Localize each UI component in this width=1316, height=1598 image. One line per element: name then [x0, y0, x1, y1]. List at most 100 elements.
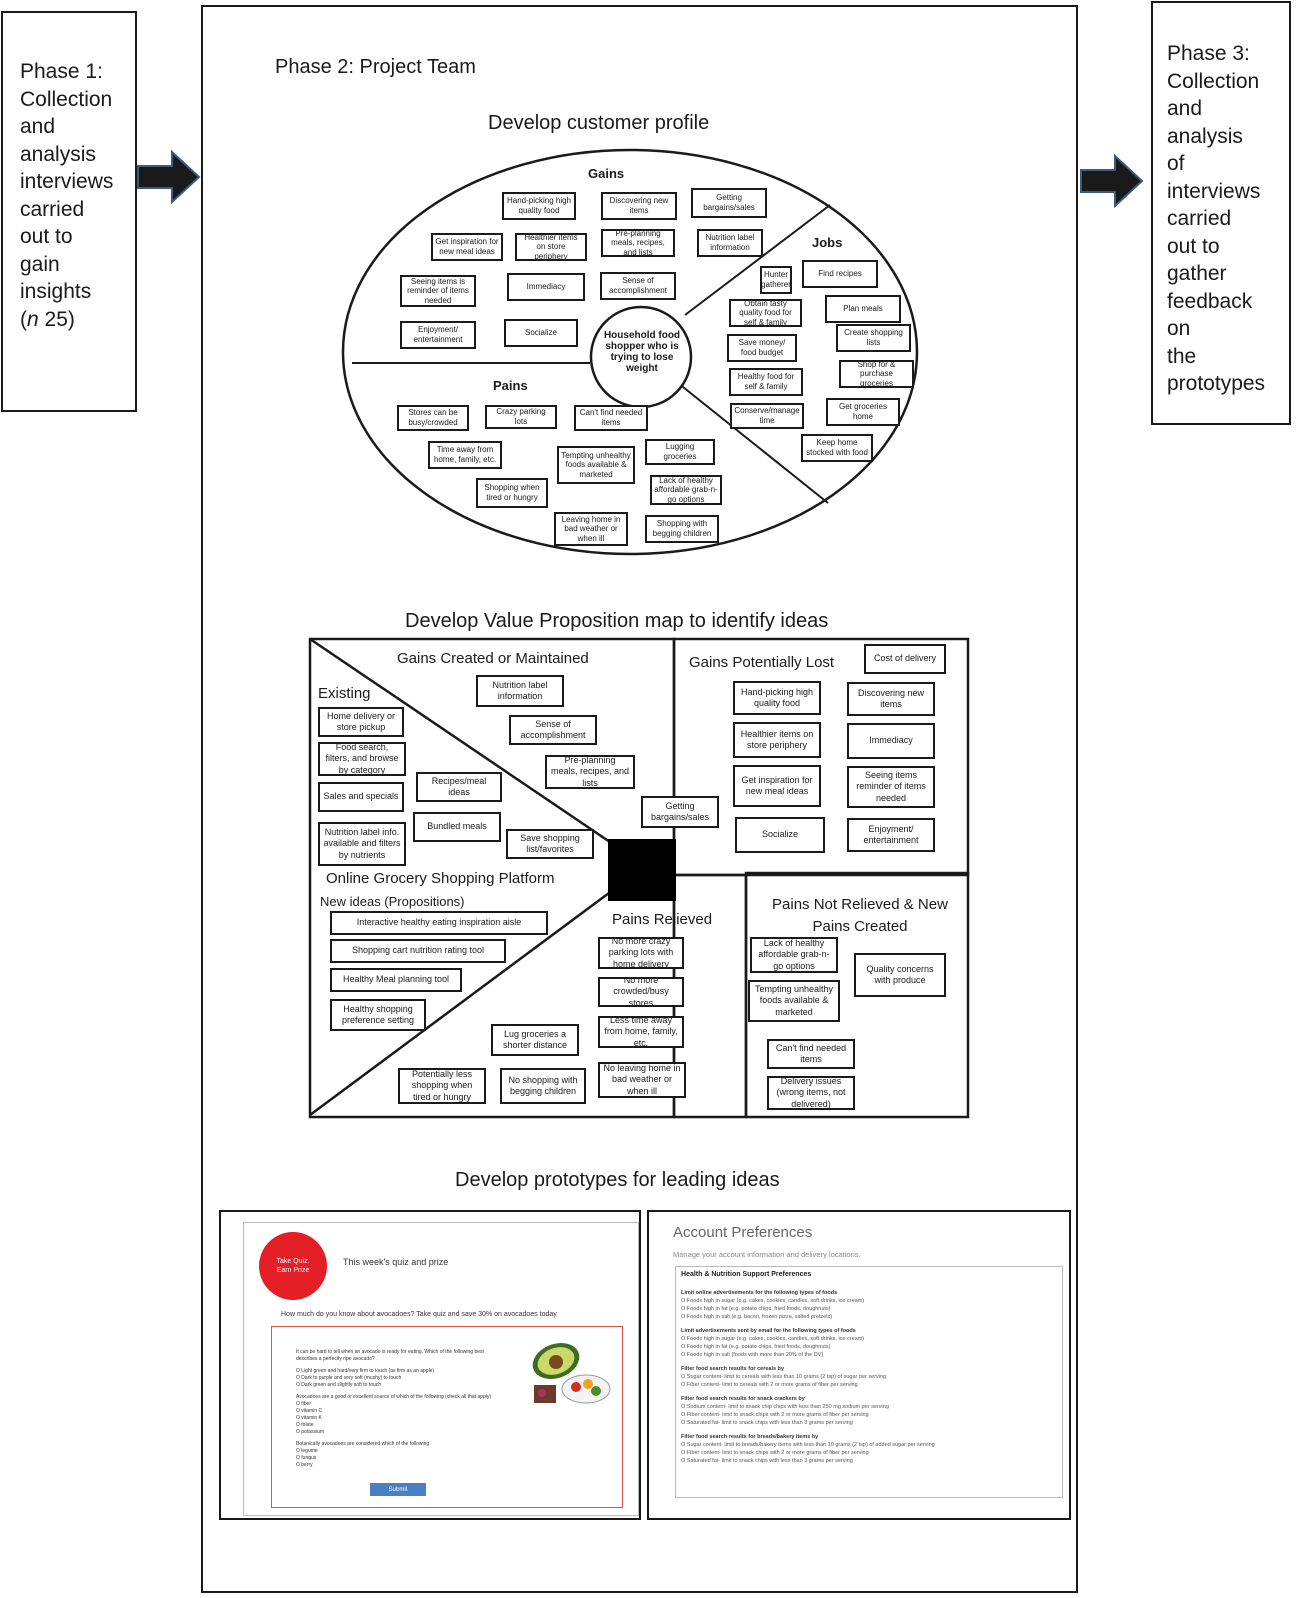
pain-relieved-box: Less time away from home, family, etc.	[598, 1016, 684, 1048]
paren-open: (	[20, 307, 27, 331]
account-subtitle: Manage your account information and deli…	[673, 1250, 861, 1259]
preference-option[interactable]: O Foods high in fat (e.g. potato chips, …	[681, 1306, 831, 1312]
preference-option[interactable]: O Sugar content- limit to cereals with l…	[681, 1374, 887, 1380]
quiz-line[interactable]: O fungus	[296, 1455, 317, 1461]
phase-line: insights	[20, 280, 92, 303]
gain-created-box: Nutrition label information	[476, 675, 564, 707]
quiz-badge-text: Take Quiz. Earn Prize	[276, 1258, 310, 1274]
pain-box: Crazy parking lots	[485, 405, 557, 429]
phase-line: out to	[1167, 234, 1220, 258]
job-box: Hunter gatherer	[760, 266, 792, 294]
existing-feature-box: Home delivery or store pickup	[318, 707, 404, 737]
pain-relieved-box: Potentially less shopping when tired or …	[398, 1068, 486, 1104]
gain-lost-box: Cost of delivery	[864, 644, 946, 674]
pain-not-relieved-box: Delivery issues (wrong items, not delive…	[767, 1076, 855, 1110]
gains-lost-label: Gains Potentially Lost	[689, 654, 835, 671]
preference-option[interactable]: O Foods high in sugar (e.g. cakes, cooki…	[681, 1336, 865, 1342]
existing-feature-box: Food search, filters, and browse by cate…	[318, 742, 406, 776]
quiz-question: How much do you know about avocadoes? Ta…	[281, 1311, 557, 1318]
new-ideas-label: New ideas (Propositions)	[320, 894, 465, 909]
phase-line: out to	[20, 225, 73, 248]
pain-not-relieved-box: Can't find needed items	[767, 1039, 855, 1069]
account-groups: Limit online advertisements for the foll…	[681, 1289, 1057, 1465]
account-prototype: Account Preferences Manage your account …	[647, 1210, 1071, 1520]
phase-line: carried	[20, 197, 85, 221]
profile-ellipse	[341, 148, 919, 556]
gain-created-box: Getting bargains/sales	[641, 796, 719, 828]
quiz-line[interactable]: O Light green and hard/very firm to touc…	[296, 1368, 435, 1374]
quiz-line[interactable]: O berry	[296, 1462, 313, 1468]
quiz-line[interactable]: O Dark green and slightly soft to touch	[296, 1382, 382, 1388]
quiz-line[interactable]: O folate	[296, 1422, 314, 1428]
arrow-right-icon	[1080, 154, 1144, 209]
preference-option[interactable]: O Fiber content- limit to cereals with 2…	[681, 1382, 858, 1388]
gain-box: Pre-planning meals, recipes, and lists	[601, 229, 675, 257]
preference-option[interactable]: O Foods high in salt (foods with more th…	[681, 1352, 824, 1358]
quiz-line[interactable]: O vitamin K	[296, 1415, 322, 1421]
quiz-line: Botanically avocadoes are considered whi…	[296, 1441, 430, 1447]
pain-relieved-box: No more crowded/busy stores	[598, 977, 684, 1007]
pain-not-relieved-box: Lack of healthy affordable grab-n-go opt…	[750, 937, 838, 973]
preference-group-heading: Filter food search results for cereals b…	[681, 1366, 785, 1372]
gain-box: Seeing items is reminder of items needed	[400, 275, 476, 307]
gain-lost-box: Socialize	[735, 817, 825, 853]
preference-option[interactable]: O Sugar content- limit to breads/bakery …	[681, 1442, 935, 1448]
avocado-image	[528, 1337, 612, 1411]
preference-option[interactable]: O Sodium content- limit to snack chip ch…	[681, 1404, 889, 1410]
new-idea-box: Interactive healthy eating inspiration a…	[330, 911, 548, 935]
preference-option[interactable]: O Fiber content- limit to snack chips wi…	[681, 1450, 869, 1456]
gain-lost-box: Discovering new items	[847, 682, 935, 716]
pain-relieved-box: No more crazy parking lots with home del…	[598, 937, 684, 969]
job-box: Create shopping lists	[836, 324, 911, 352]
preference-option[interactable]: O Foods high in fat (e.g. potato chips, …	[681, 1344, 831, 1350]
sample-size-line: (n 25)	[20, 306, 135, 334]
gain-lost-box: Get inspiration for new meal ideas	[733, 765, 821, 807]
gain-box: Get inspiration for new meal ideas	[431, 233, 503, 261]
quiz-line[interactable]: O fiber	[296, 1401, 312, 1407]
existing-label: Existing	[318, 685, 371, 702]
pain-box: Can't find needed items	[574, 405, 648, 431]
phase-line: Phase 3:	[1167, 42, 1250, 65]
pains-not-relieved-label: Pains Not Relieved & New Pains Created	[772, 896, 948, 935]
quiz-line[interactable]: O Dark to purple and very soft (mushy) t…	[296, 1375, 402, 1381]
profile-heading: Develop customer profile	[488, 112, 710, 134]
job-box: Obtain tasty quality food for self & fam…	[729, 299, 802, 327]
preference-option[interactable]: O Foods high in salt (e.g. bacon, frozen…	[681, 1314, 833, 1320]
phase-line: analysis	[1167, 124, 1243, 148]
phase-line: on	[1167, 317, 1191, 340]
gain-created-box: Sense of accomplishment	[509, 715, 597, 745]
preference-option[interactable]: O Fiber content- limit to snack chips wi…	[681, 1412, 869, 1418]
preference-option[interactable]: O Saturated fat- limit to snack chips wi…	[681, 1420, 853, 1426]
gain-box: Healthier items on store periphery	[515, 233, 587, 261]
existing-feature-box: Bundled meals	[413, 812, 501, 842]
gain-lost-box: Healthier items on store periphery	[733, 722, 821, 758]
quiz-line[interactable]: O vitamin C	[296, 1408, 323, 1414]
gain-box: Hand-picking high quality food	[502, 192, 576, 220]
phase-line: Collection	[1167, 69, 1260, 93]
quiz-badge: Take Quiz. Earn Prize	[259, 1232, 327, 1300]
phase-line: Collection	[20, 87, 113, 111]
pain-not-relieved-box: Quality concerns with produce	[854, 953, 946, 997]
phase2-title: Phase 2: Project Team	[275, 56, 476, 78]
job-box: Keep home stocked with food	[801, 434, 873, 462]
preference-option[interactable]: O Foods high in sugar (e.g. cakes, cooki…	[681, 1298, 865, 1304]
job-box: Find recipes	[802, 260, 878, 288]
phase-line: and	[20, 115, 56, 138]
preference-group-heading: Filter food search results for snack cra…	[681, 1396, 805, 1402]
quiz-inner-frame	[243, 1222, 639, 1516]
existing-feature-box: Sales and specials	[318, 782, 404, 812]
quiz-line: It can be hard to tell when an avocado i…	[296, 1349, 484, 1355]
quiz-submit-button[interactable]: Submit	[370, 1483, 426, 1496]
quiz-line[interactable]: O potassium	[296, 1429, 325, 1435]
pain-box: Leaving home in bad weather or when ill	[554, 512, 628, 546]
phase-line: and	[1167, 97, 1203, 120]
gains-created-label: Gains Created or Maintained	[397, 650, 589, 667]
customer-center-label: Household food shopper who is trying to …	[603, 330, 681, 374]
quiz-prototype: Take Quiz. Earn Prize This week's quiz a…	[219, 1210, 641, 1520]
quiz-lines: It can be hard to tell when an avocado i…	[296, 1349, 491, 1469]
quiz-line[interactable]: O legume	[296, 1448, 318, 1454]
gain-created-box: Pre-planning meals, recipes, and lists	[545, 755, 635, 789]
gain-lost-box: Hand-picking high quality food	[733, 681, 821, 715]
preference-option[interactable]: O Saturated fat- limit to snack chips wi…	[681, 1458, 853, 1464]
